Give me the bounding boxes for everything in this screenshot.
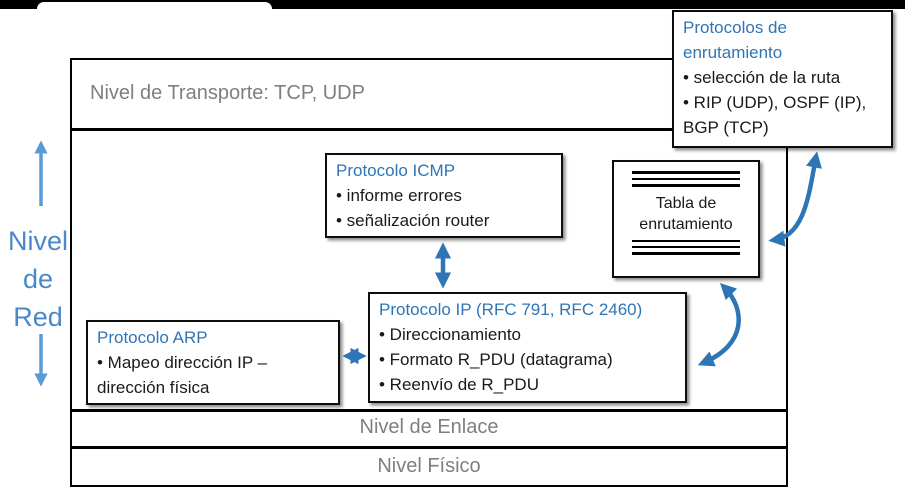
- ip-protocol-box: Protocolo IP (RFC 791, RFC 2460) • Direc…: [368, 292, 687, 403]
- table-rule-bottom-3: [632, 252, 740, 255]
- table-rule-top-3: [632, 184, 740, 187]
- table-rule-top-2: [632, 178, 740, 180]
- top-rounded-tab: [37, 2, 272, 9]
- icmp-bullet-router-signaling: • señalización router: [336, 211, 490, 230]
- routing-protocols-title: Protocolos de enrutamiento: [683, 18, 787, 62]
- routing-table-box: Tabla de enrutamiento: [612, 160, 760, 278]
- divider-network-link: [70, 409, 788, 412]
- ip-bullet-rpdu-forwarding: • Reenvío de R_PDU: [379, 375, 539, 394]
- divider-link-physical: [70, 446, 788, 449]
- ip-bullet-addressing: • Direccionamiento: [379, 325, 522, 344]
- arp-protocol-box: Protocolo ARP • Mapeo dirección IP – dir…: [86, 320, 340, 405]
- protocol-stack-frame: [70, 58, 788, 487]
- ip-bullet-rpdu-format: • Formato R_PDU (datagrama): [379, 350, 613, 369]
- link-layer-label: Nivel de Enlace: [359, 416, 499, 438]
- network-layer-side-label: Nivel de Red: [7, 226, 68, 332]
- routing-bullet-route-selection: • selección de la ruta: [683, 68, 841, 87]
- routing-table-label: Tabla de enrutamiento: [639, 195, 733, 233]
- divider-transport-network: [70, 128, 788, 131]
- icmp-protocol-box: Protocolo ICMP • informe errores • señal…: [325, 153, 563, 238]
- table-rule-top-1: [632, 171, 740, 174]
- arp-bullet-address-mapping: • Mapeo dirección IP – dirección física: [97, 353, 268, 397]
- routing-protocols-box: Protocolos de enrutamiento • selección d…: [672, 10, 893, 148]
- icmp-bullet-error-reporting: • informe errores: [336, 186, 462, 205]
- top-black-strip: [0, 0, 905, 9]
- physical-layer-label: Nivel Físico: [377, 455, 481, 477]
- arp-title: Protocolo ARP: [97, 328, 208, 347]
- icmp-title: Protocolo ICMP: [336, 161, 456, 180]
- table-rule-bottom-1: [632, 240, 740, 242]
- routing-bullet-rip-ospf-bgp: • RIP (UDP), OSPF (IP), BGP (TCP): [683, 93, 867, 137]
- ip-title: Protocolo IP (RFC 791, RFC 2460): [379, 300, 643, 319]
- table-rule-bottom-2: [632, 246, 740, 248]
- transport-layer-label: Nivel de Transporte: TCP, UDP: [90, 82, 365, 104]
